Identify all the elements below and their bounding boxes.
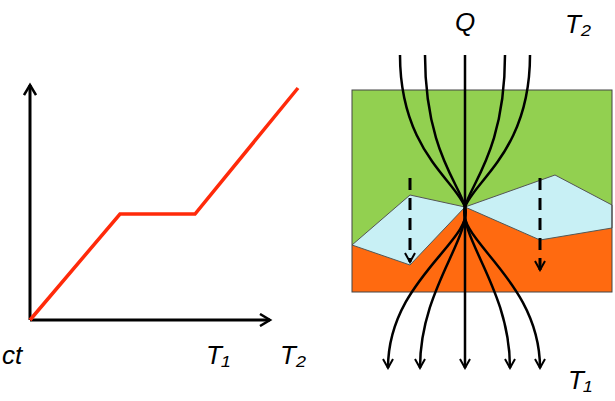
temperature-curve <box>30 88 298 320</box>
axis-tick-label: T₁ <box>206 342 230 368</box>
graph-axes <box>30 85 270 320</box>
heat-flow-lines <box>388 55 540 368</box>
temperature-label: T₁ <box>568 367 592 393</box>
axis-tick-label: T₂ <box>280 342 306 368</box>
axis-label: ct <box>2 342 22 368</box>
temperature-label: T₂ <box>565 11 591 37</box>
flux-label: Q <box>455 9 475 35</box>
